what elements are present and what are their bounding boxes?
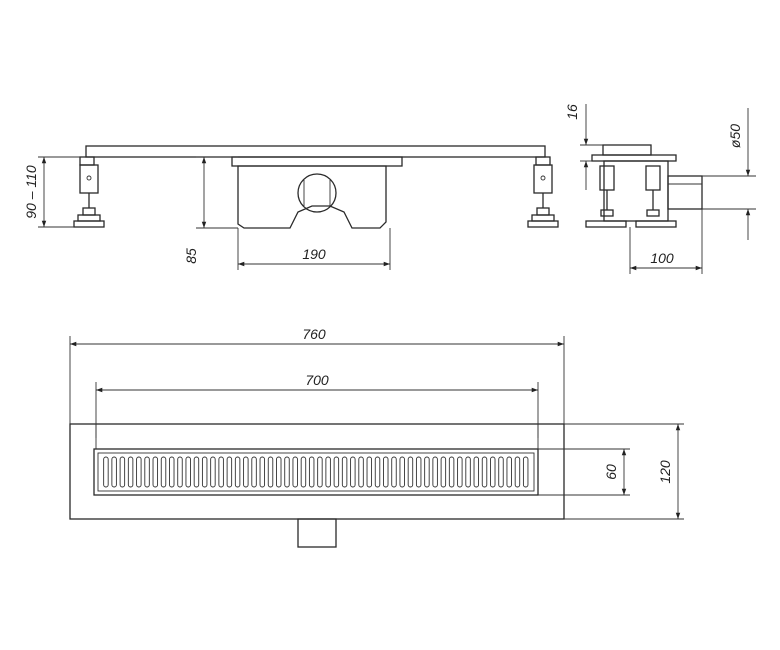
grate-slot — [144, 456, 150, 488]
grate-slot — [292, 456, 298, 488]
grate-slot — [424, 456, 430, 488]
side-top-plate — [591, 154, 677, 162]
grate-slot — [308, 456, 315, 488]
grate-slot — [374, 456, 381, 488]
plan-view: 760 700 60 120 — [69, 326, 684, 548]
outlet-circle — [297, 173, 337, 213]
dim-label-grate-depth: 60 — [603, 464, 619, 480]
dim-depth-side — [629, 209, 703, 274]
dim-label-width-body: 190 — [302, 246, 326, 262]
dim-label-height-adjust: 90 – 110 — [23, 165, 39, 219]
grate-slot — [177, 456, 183, 488]
right-foot — [527, 156, 559, 228]
grate-slot — [103, 456, 109, 488]
grate-slot — [481, 456, 488, 488]
grate — [93, 448, 539, 496]
grate-slot — [111, 456, 117, 488]
grate-slot — [193, 456, 200, 488]
dim-label-width-grate: 700 — [305, 372, 329, 388]
grate-slot — [259, 456, 266, 488]
dim-outlet-diameter — [702, 108, 756, 240]
grate-slot — [457, 456, 463, 488]
side-feet — [585, 165, 677, 228]
left-foot — [73, 156, 105, 228]
grate-slot — [234, 456, 241, 488]
grate-slot — [415, 456, 422, 488]
dim-height-adjust — [38, 156, 80, 228]
grate-slot — [169, 456, 175, 488]
dim-label-outlet-diameter: ø50 — [727, 124, 743, 148]
grate-slot — [358, 456, 364, 488]
grate-slot — [514, 456, 521, 488]
grate-slot — [522, 456, 529, 488]
grate-slot — [185, 456, 191, 488]
grate-slot — [127, 456, 134, 488]
side-flange — [602, 144, 652, 156]
grate-slot — [317, 456, 323, 488]
grate-slot — [440, 456, 447, 488]
grate-slot — [465, 456, 471, 488]
dim-depth-total — [564, 423, 684, 520]
grate-slot — [119, 456, 126, 488]
plan-outlet — [297, 518, 337, 548]
grate-slot — [448, 456, 455, 488]
dim-label-height-body: 85 — [183, 248, 199, 264]
dim-width-grate — [95, 382, 539, 449]
grate-slot — [276, 456, 282, 488]
grate-slot — [506, 456, 512, 488]
dim-label-depth-side: 100 — [650, 250, 674, 266]
grate-slot — [251, 456, 257, 488]
grate-slot — [473, 456, 480, 488]
grate-slot — [432, 456, 438, 488]
grate-slot — [300, 456, 307, 488]
channel-lip — [231, 156, 403, 167]
dim-label-width-total: 760 — [302, 326, 326, 342]
grate-slot — [341, 456, 348, 488]
front-elevation-view: 90 – 110 85 190 — [23, 145, 559, 270]
grate-slot — [399, 456, 405, 488]
grate-slot — [218, 456, 224, 488]
grate-slot — [325, 456, 331, 488]
side-view: 16 ø50 100 — [564, 104, 756, 274]
grate-slot — [333, 456, 340, 488]
grate-slot — [407, 456, 414, 488]
grate-slot — [490, 456, 496, 488]
grate-slot — [284, 456, 290, 488]
grate-slot — [226, 456, 233, 488]
grate-slot — [152, 456, 159, 488]
dim-width-total — [69, 336, 565, 424]
grate-slot — [267, 456, 274, 488]
grate-slot — [243, 456, 249, 488]
grate-slot — [210, 456, 216, 488]
dim-grate-depth — [538, 448, 630, 496]
grate-slots — [103, 456, 529, 488]
plan-outer-frame — [69, 423, 565, 520]
grate-slot — [160, 456, 167, 488]
grate-slot — [201, 456, 208, 488]
grate-slot — [391, 456, 397, 488]
dim-flange — [580, 104, 603, 190]
grate-slot — [498, 456, 504, 488]
dim-label-depth-total: 120 — [657, 460, 673, 484]
dim-height-body — [196, 156, 238, 229]
grate-slot — [383, 456, 389, 488]
grate-slot — [136, 456, 142, 488]
dim-label-flange: 16 — [564, 104, 580, 120]
grate-slot — [366, 456, 373, 488]
top-plate — [85, 145, 546, 158]
dim-width-body — [237, 228, 391, 270]
side-outlet-pipe — [667, 175, 703, 210]
grate-slot — [350, 456, 356, 488]
